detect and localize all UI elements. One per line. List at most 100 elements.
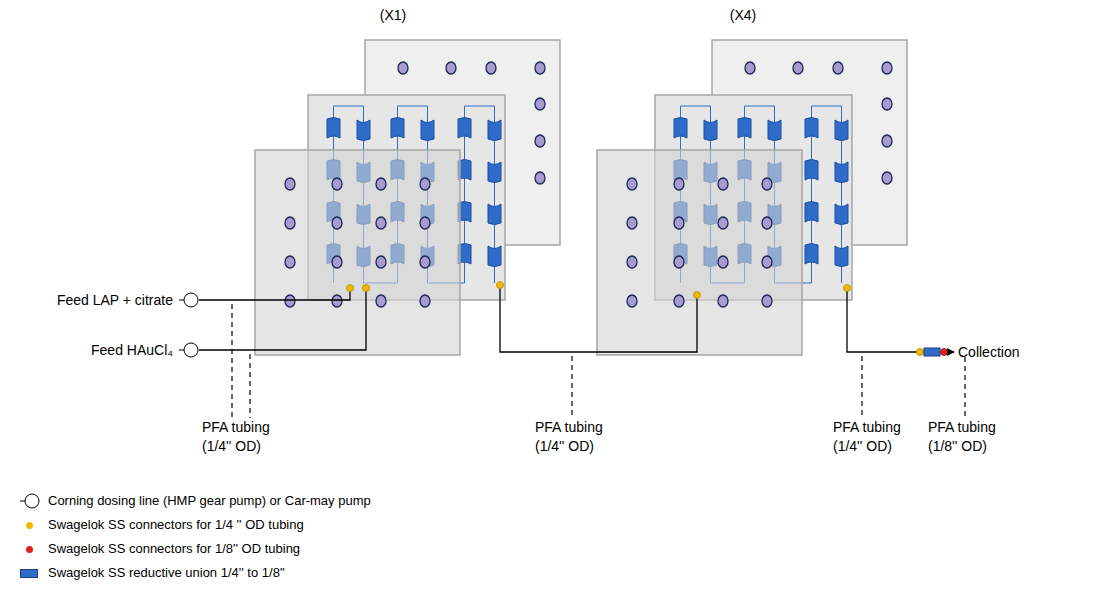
tubing-label: PFA tubing (1/4'' OD): [831, 418, 919, 456]
plate-hole: [762, 178, 772, 190]
mixer-element: [674, 118, 687, 139]
plate-hole: [762, 295, 772, 307]
pump-circle: [184, 343, 198, 357]
legend-row: Swagelok SS connectors for 1/8'' OD tubi…: [14, 537, 371, 561]
mixer-element: [835, 162, 848, 183]
pfa-tubing: [199, 288, 366, 350]
plate-hole: [627, 256, 637, 268]
mixer-element: [391, 118, 404, 139]
leader-line: [964, 357, 965, 418]
quarter-inch-connector: [844, 285, 851, 292]
reactor-stack: [597, 40, 907, 355]
mixer-element: [421, 120, 434, 141]
pump-symbol: [179, 341, 199, 359]
mixer-element: [488, 246, 501, 267]
quarter-inch-connector: [497, 282, 504, 289]
legend-text: Corning dosing line (HMP gear pump) or C…: [48, 493, 371, 509]
plate-hole: [332, 217, 342, 229]
plate-hole: [332, 295, 342, 307]
feed-label: Feed LAP + citrate: [57, 291, 173, 309]
plate-hole: [882, 62, 892, 74]
legend-row: Swagelok SS connectors for 1/4 '' OD tub…: [14, 513, 371, 537]
legend: Corning dosing line (HMP gear pump) or C…: [14, 489, 371, 585]
leader-line: [861, 356, 862, 418]
pump-tick: [179, 300, 184, 301]
plate-hole: [398, 62, 408, 74]
mixer-element: [327, 118, 340, 139]
mixer-element: [835, 246, 848, 267]
mixer-element: [805, 202, 818, 223]
plate-hole: [674, 256, 684, 268]
pump-feed: Feed HAuCl₄: [91, 341, 199, 359]
pump-circle: [25, 494, 39, 508]
legend-text: Swagelok SS reductive union 1/4'' to 1/8…: [48, 565, 285, 581]
tubing-label: PFA tubing (1/4'' OD): [200, 418, 288, 456]
front-plate: [255, 150, 460, 355]
pfa-tubing: [500, 285, 697, 352]
quarter-inch-connector: [363, 285, 370, 292]
outlet: Collection: [958, 343, 1019, 361]
mixer-element: [805, 160, 818, 181]
tubing-label: PFA tubing (1/4'' OD): [533, 418, 623, 456]
plate-hole: [627, 217, 637, 229]
mixer-element: [805, 118, 818, 139]
mixer-element: [488, 162, 501, 183]
mixer-element: [805, 244, 818, 265]
front-plate: [597, 150, 802, 355]
feed-label: Feed HAuCl₄: [91, 341, 173, 359]
plate-hole: [285, 217, 295, 229]
legend-text: Swagelok SS connectors for 1/8'' OD tubi…: [48, 541, 300, 557]
plate-hole: [762, 256, 772, 268]
plate-hole: [718, 178, 728, 190]
pump-symbol: [179, 291, 199, 309]
plate-hole: [376, 178, 386, 190]
mixer-element: [488, 204, 501, 225]
plate-hole: [420, 295, 430, 307]
plate: [255, 150, 460, 355]
plate-hole: [285, 178, 295, 190]
plate-hole: [420, 217, 430, 229]
plate-hole: [376, 256, 386, 268]
legend-row: Corning dosing line (HMP gear pump) or C…: [14, 489, 371, 513]
plate-hole: [376, 217, 386, 229]
mixer-element: [357, 120, 370, 141]
plate-hole: [376, 295, 386, 307]
legend-swatch: [14, 563, 44, 583]
connector-swatch: [26, 546, 33, 553]
quarter-inch-connector: [694, 292, 701, 299]
plate-hole: [882, 172, 892, 184]
mixer-element: [738, 118, 751, 139]
reactor-stack: (X4): [597, 4, 907, 355]
plate-hole: [420, 256, 430, 268]
mixer-element: [835, 120, 848, 141]
plate-hole: [446, 62, 456, 74]
plate-hole: [718, 295, 728, 307]
pfa-tubing: [847, 288, 954, 352]
plate-hole: [882, 98, 892, 110]
plate-hole: [882, 135, 892, 147]
plate-hole: [745, 62, 755, 74]
outlet-label: Collection: [958, 343, 1019, 361]
reactor-stack: (X1): [255, 4, 560, 355]
mixer-element: [458, 118, 471, 139]
plate-hole: [285, 256, 295, 268]
eighth-inch-connector: [941, 349, 948, 356]
legend-swatch: [14, 515, 44, 535]
plate-hole: [627, 295, 637, 307]
union-swatch: [20, 569, 38, 578]
quarter-inch-connector: [917, 349, 924, 356]
plate-hole: [535, 62, 545, 74]
plate-hole: [674, 178, 684, 190]
plate-hole: [486, 62, 496, 74]
leader-line: [571, 356, 572, 418]
pump-circle: [184, 293, 198, 307]
pump-tick: [20, 501, 25, 502]
plate-hole: [833, 62, 843, 74]
plate-hole: [535, 135, 545, 147]
legend-row: Swagelok SS reductive union 1/4'' to 1/8…: [14, 561, 371, 585]
leader-line: [231, 304, 232, 418]
quarter-inch-connector: [347, 285, 354, 292]
reductive-union: [924, 348, 940, 356]
plate-hole: [674, 217, 684, 229]
